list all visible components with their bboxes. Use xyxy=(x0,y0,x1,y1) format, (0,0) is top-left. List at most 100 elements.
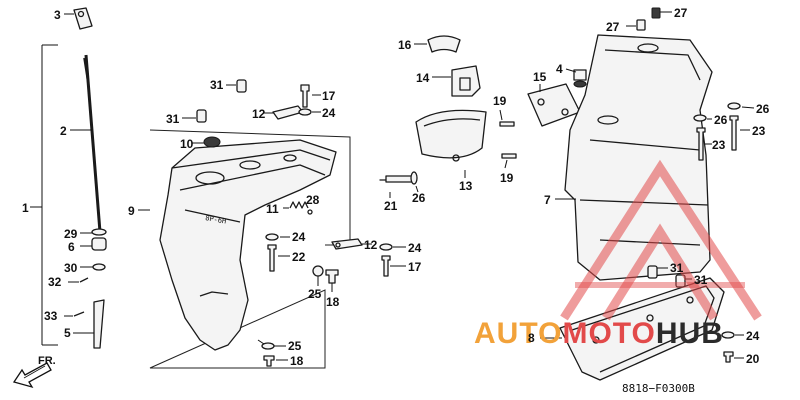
callout-25b: 25 xyxy=(288,339,302,353)
callout-24b: 24 xyxy=(292,230,306,244)
part-19-bolt-a xyxy=(499,121,515,127)
callout-14: 14 xyxy=(416,71,430,85)
callout-19b: 19 xyxy=(500,171,514,185)
callout-24c: 24 xyxy=(408,241,422,255)
front-direction-arrow xyxy=(12,362,52,389)
under-plate xyxy=(540,277,744,381)
part-22-bolt xyxy=(267,244,277,272)
callout-31a: 31 xyxy=(210,78,224,92)
part-14-mount xyxy=(451,65,481,97)
callout-30: 30 xyxy=(64,261,78,275)
callout-3: 3 xyxy=(54,8,61,22)
part-24-washer-right xyxy=(379,243,393,251)
watermark-text: AUTOMOTOHUB xyxy=(474,317,724,350)
part-31-collar-a xyxy=(236,79,247,93)
part-27-bolt-b xyxy=(636,19,646,31)
callout-29: 29 xyxy=(64,227,78,241)
part-26-washer-c xyxy=(410,171,418,185)
watermark-part-moto: MOTO xyxy=(562,317,655,350)
callout-23a: 23 xyxy=(712,138,726,152)
cover-assembly xyxy=(379,35,587,198)
part-25-washer-mid xyxy=(312,265,324,277)
part-31-collar-b xyxy=(196,109,207,123)
part-18-plug-mid xyxy=(325,269,339,284)
callout-19a: 19 xyxy=(493,94,507,108)
part-13-mount-cover xyxy=(415,109,487,159)
callout-26c: 26 xyxy=(756,102,770,116)
part-6-seal xyxy=(91,237,107,251)
callout-26a: 26 xyxy=(412,191,426,205)
callout-27b: 27 xyxy=(674,6,688,20)
callout-32: 32 xyxy=(48,275,62,289)
part-23-bolt-a xyxy=(729,115,739,151)
part-15-bracket xyxy=(527,83,581,127)
part-33-pin xyxy=(73,311,85,317)
part-24-washer-mid xyxy=(265,233,279,241)
callout-9: 9 xyxy=(128,204,135,218)
callout-18b: 18 xyxy=(290,354,304,368)
part-17-bolt-lower xyxy=(381,255,391,277)
callout-labels: 1 2 3 4 5 6 7 8 9 10 11 12 12 13 14 15 1… xyxy=(22,6,770,368)
callout-17b: 17 xyxy=(408,260,422,274)
mounting-hardware xyxy=(312,238,406,292)
part-30-washer xyxy=(92,263,106,271)
callout-8: 8 xyxy=(528,331,535,345)
drawing-code: 8818−F0300B xyxy=(622,382,695,395)
callout-28: 28 xyxy=(306,193,320,207)
part-23-bolt-b xyxy=(696,127,706,161)
callout-13: 13 xyxy=(459,179,473,193)
callout-24a: 24 xyxy=(322,106,336,120)
callout-17a: 17 xyxy=(322,89,336,103)
part-31-collar-c xyxy=(647,265,658,279)
part-18-plug-low xyxy=(263,355,275,367)
callout-18a: 18 xyxy=(326,295,340,309)
part-4-bushing xyxy=(573,69,587,81)
callout-31c: 31 xyxy=(670,261,684,275)
part-24-washer-b2 xyxy=(721,331,735,339)
callout-23b: 23 xyxy=(752,124,766,138)
callout-33: 33 xyxy=(44,309,58,323)
part-31-collar-d xyxy=(675,274,686,288)
part-27-bolt-a xyxy=(651,7,661,19)
callout-31d: 31 xyxy=(694,273,708,287)
part-29-grommet xyxy=(91,228,107,236)
callout-24d: 24 xyxy=(746,329,760,343)
callout-26b: 26 xyxy=(714,113,728,127)
callout-7: 7 xyxy=(544,193,551,207)
part-19-bolt-b xyxy=(501,153,517,159)
watermark-part-auto: AUTO xyxy=(474,317,562,350)
callout-21: 21 xyxy=(384,199,398,213)
oil-case-assembly: 8P-6H xyxy=(138,79,351,369)
watermark-part-hub: HUB xyxy=(656,317,724,350)
callout-6: 6 xyxy=(68,240,75,254)
part-28-spring xyxy=(289,201,309,209)
callout-10: 10 xyxy=(180,137,194,151)
callout-22: 22 xyxy=(292,250,306,264)
callout-2: 2 xyxy=(60,124,67,138)
callout-5: 5 xyxy=(64,326,71,340)
svg-text:8P-6H: 8P-6H xyxy=(205,214,227,226)
part-10-seal xyxy=(203,136,221,148)
part-26-washer-b xyxy=(693,114,707,122)
part-16-cover xyxy=(427,35,461,53)
callout-1: 1 xyxy=(22,201,29,215)
callout-20: 20 xyxy=(746,352,760,366)
part-26-washer-a xyxy=(727,102,741,110)
callout-31b: 31 xyxy=(166,112,180,126)
callout-25a: 25 xyxy=(308,287,322,301)
callout-16: 16 xyxy=(398,38,412,52)
part-17-bolt-upper xyxy=(300,84,310,108)
callout-12a: 12 xyxy=(252,107,266,121)
callout-15: 15 xyxy=(533,70,547,84)
shift-rod-assembly xyxy=(30,7,107,349)
callout-11: 11 xyxy=(266,202,279,216)
callout-27a: 27 xyxy=(606,20,620,34)
part-20-bolt xyxy=(723,351,734,363)
part-5-lower-rod xyxy=(93,299,105,349)
part-3-rod-end xyxy=(73,7,93,30)
part-8-plate xyxy=(559,277,725,381)
part-7-extension-case xyxy=(564,34,713,281)
front-direction-label: FR. xyxy=(38,355,56,367)
